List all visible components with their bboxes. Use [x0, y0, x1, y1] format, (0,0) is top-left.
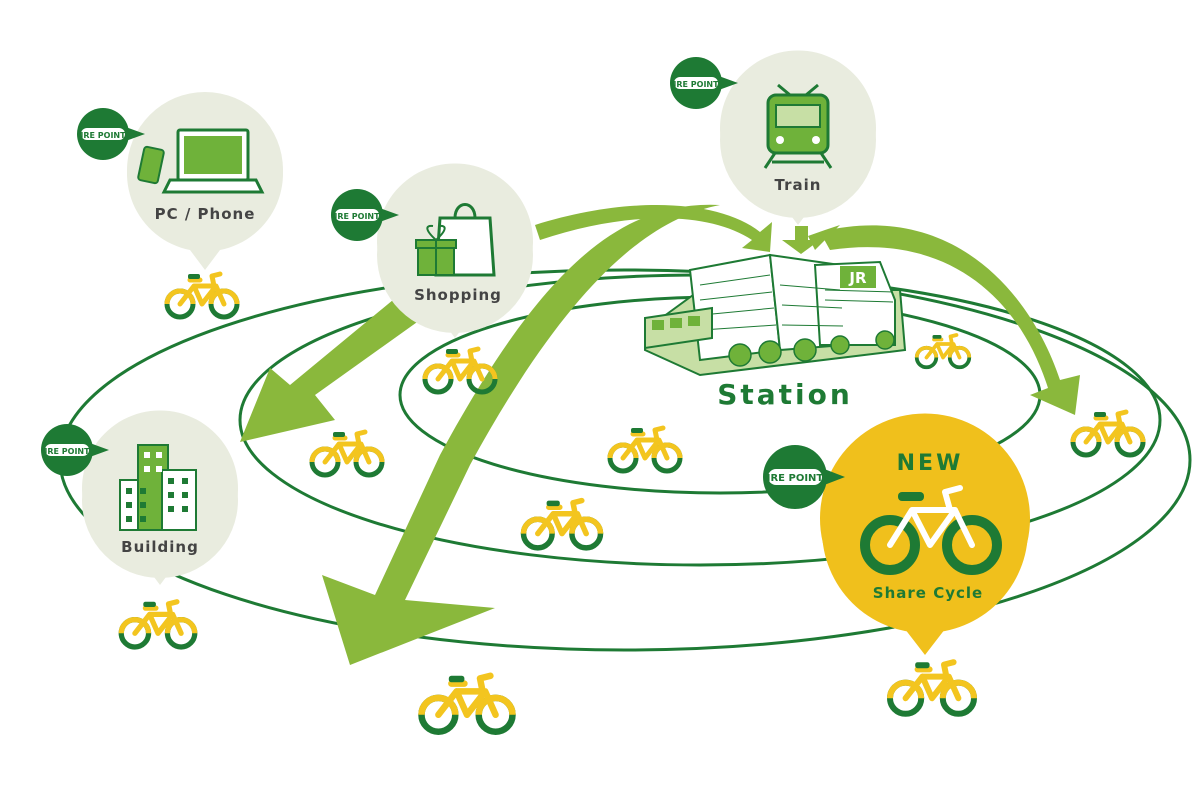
bicycle-icon	[890, 662, 974, 714]
jre-point-badge: JRE POINT	[670, 57, 738, 109]
station-building: JR	[644, 253, 907, 377]
pc-phone-node: PC / Phone	[127, 92, 283, 270]
arrow-down-left	[322, 204, 720, 665]
train-icon	[763, 83, 833, 169]
jre-point-badge-text: JRE POINT	[766, 473, 824, 484]
share-cycle-label: Share Cycle	[873, 584, 983, 602]
jre-point-badge: JRE POINT	[331, 189, 399, 241]
train-label: Train	[775, 176, 822, 194]
bicycle-icon	[422, 676, 513, 732]
arrow-to-building	[240, 290, 420, 442]
arrow-shopping-to-station	[535, 205, 772, 252]
arrow-station-small	[808, 225, 840, 250]
arrow-station-to-right	[820, 225, 1080, 415]
bicycle-icon	[312, 432, 382, 475]
jre-point-badge: JRE POINT	[77, 108, 145, 160]
jre-point-badges: JRE POINT JRE POINT JRE POINT JRE POINT …	[41, 57, 845, 509]
flow-arrows	[240, 204, 1080, 665]
new-tag: NEW	[897, 451, 964, 476]
building-label: Building	[121, 538, 199, 556]
laptop-icon	[161, 128, 265, 194]
share-cycle-node: NEW Share Cycle	[820, 413, 1030, 655]
bicycle-icon	[167, 274, 237, 317]
station-label: Station	[717, 378, 853, 411]
jre-point-badge-text: JRE POINT	[672, 80, 719, 89]
bicycle-icon	[1073, 412, 1143, 455]
bicycle-icon	[860, 485, 1002, 575]
pc-phone-label: PC / Phone	[155, 205, 256, 223]
bicycle-icon	[524, 501, 601, 548]
train-node: Train	[720, 50, 876, 225]
arrow-train-to-station	[782, 226, 820, 254]
jre-point-badge: JRE POINT	[41, 424, 109, 476]
station-sign: JR	[848, 269, 867, 287]
bicycle-icon	[610, 428, 680, 471]
jre-point-badge-text: JRE POINT	[79, 131, 126, 140]
jre-point-badge-text: JRE POINT	[43, 447, 90, 456]
building-icon	[119, 444, 197, 531]
bicycle-icon	[121, 602, 195, 647]
bicycle-icon	[914, 333, 972, 370]
jre-point-badge-text: JRE POINT	[333, 212, 380, 221]
building-node: Building	[82, 410, 239, 585]
jre-point-badge: JRE POINT	[763, 445, 845, 509]
shopping-label: Shopping	[414, 286, 502, 304]
gift-box-icon	[415, 224, 457, 276]
shopping-node: Shopping	[377, 163, 533, 338]
phone-icon	[137, 145, 165, 185]
